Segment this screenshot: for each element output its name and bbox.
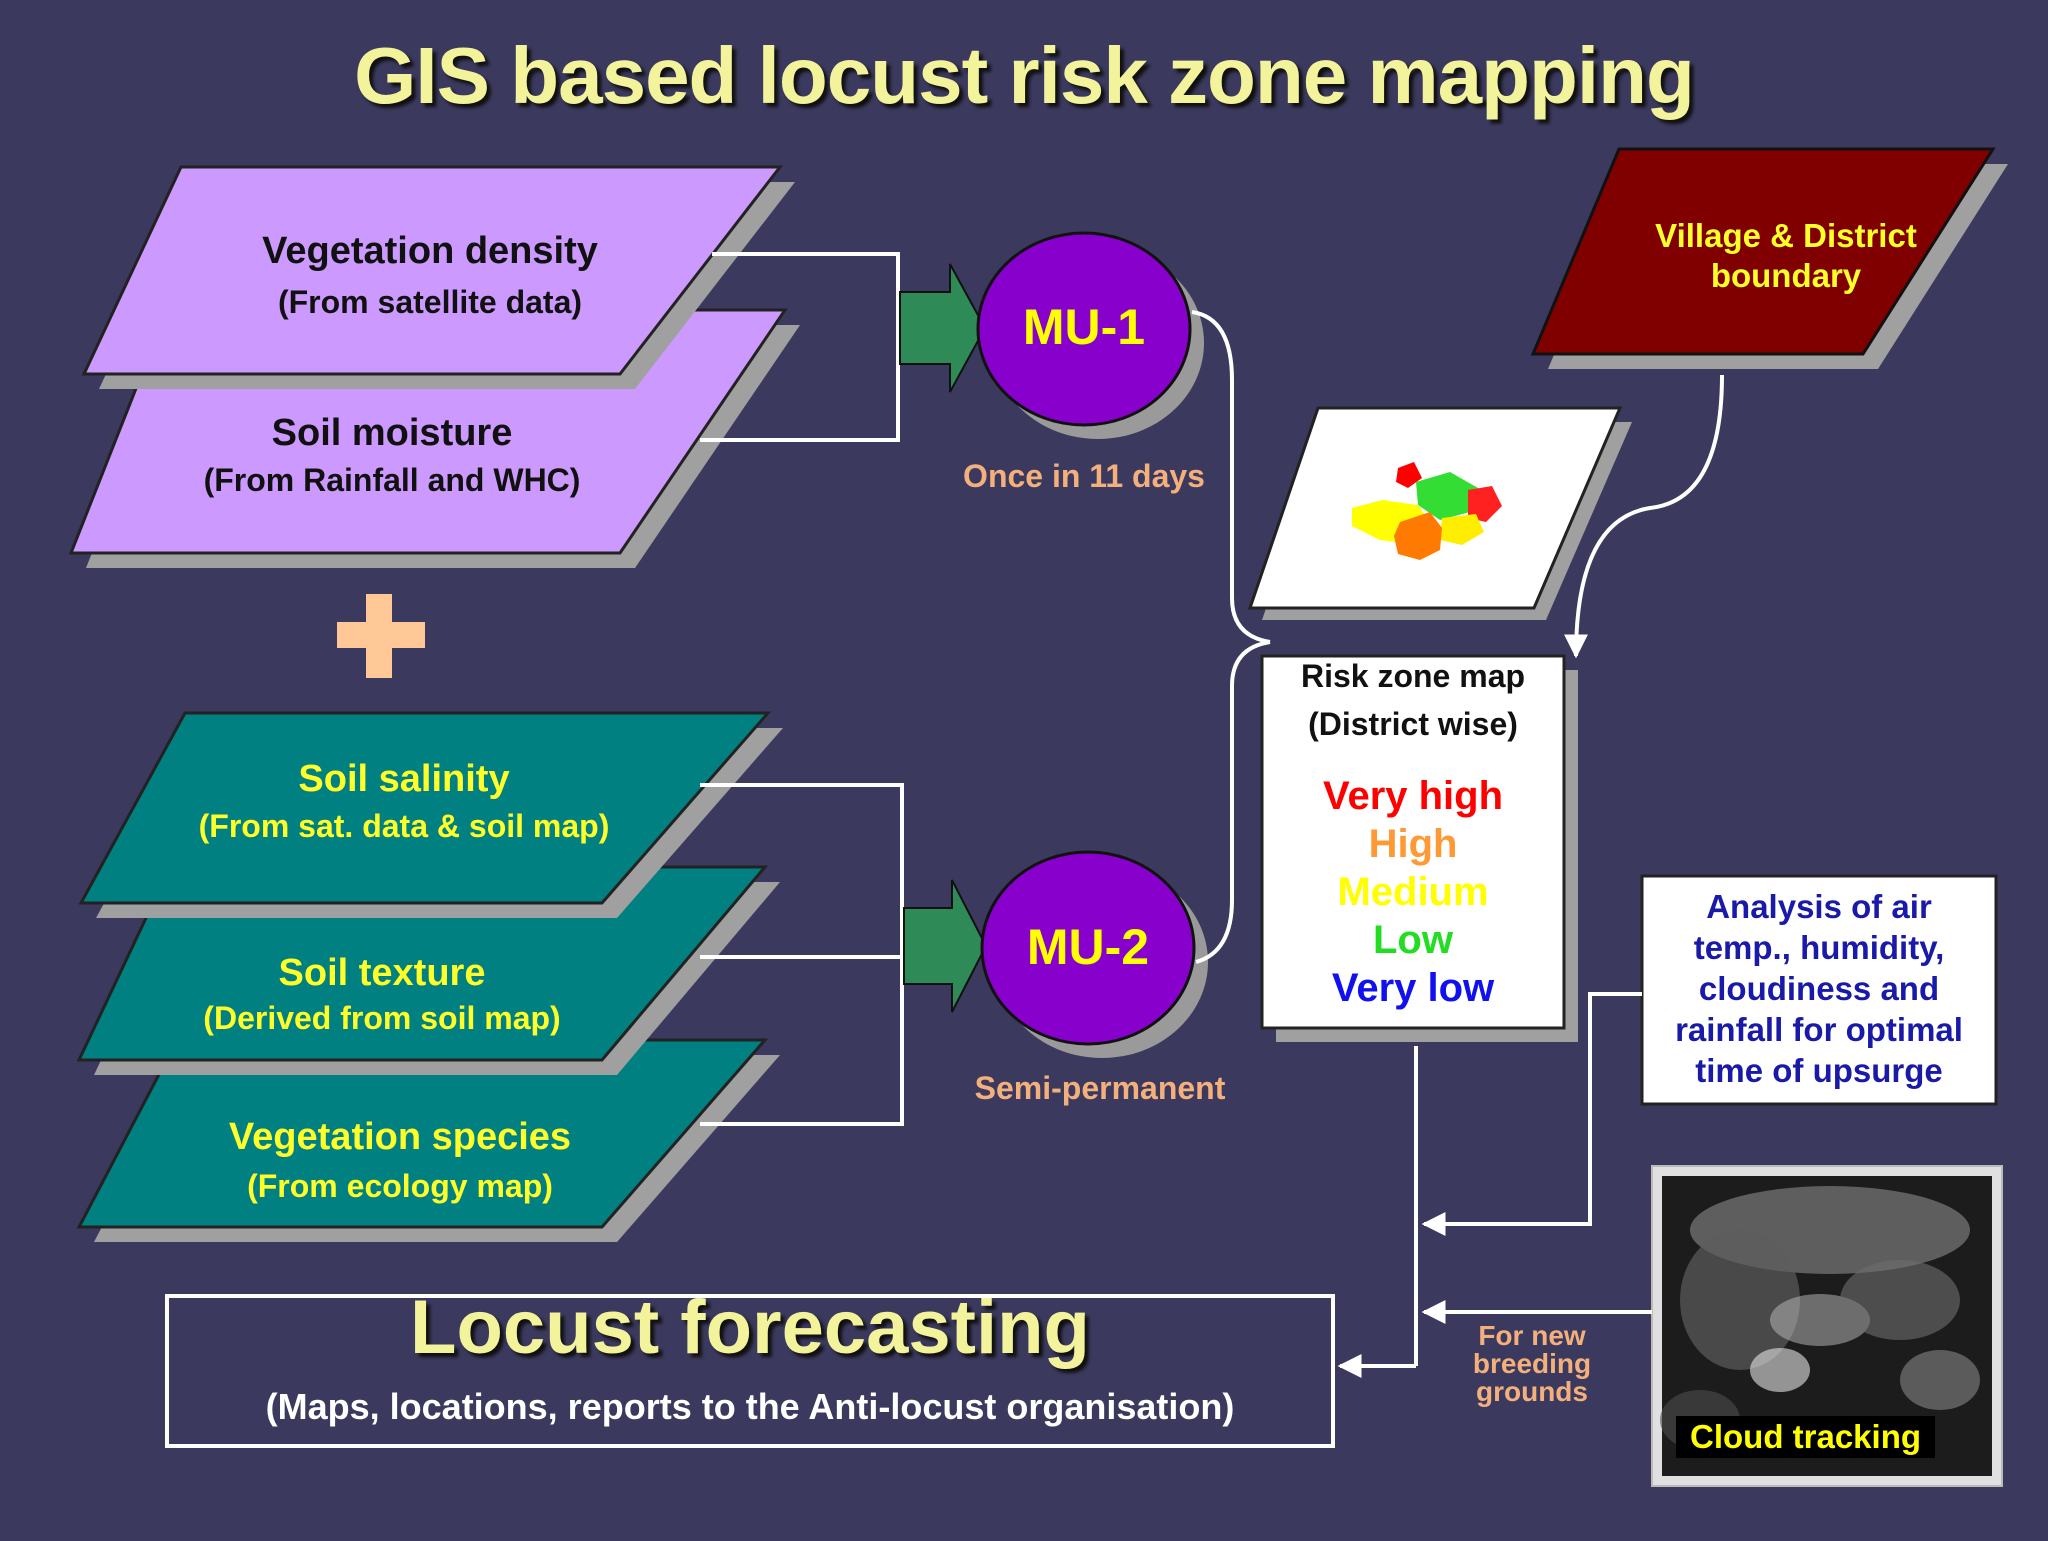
breeding-note-line1: For new xyxy=(1478,1320,1586,1351)
layer-label-soil-moisture: Soil moisture xyxy=(271,412,513,454)
analysis-box xyxy=(1640,874,1998,1106)
layer-vegetation-density xyxy=(81,165,795,389)
analysis-line-4: rainfall for optimal xyxy=(1675,1011,1963,1048)
layer-source-soil-salinity: (From sat. data & soil map) xyxy=(198,808,610,844)
green-arrow-mu1 xyxy=(899,263,987,393)
green-arrow-mu2 xyxy=(903,879,988,1013)
layer-label-vegetation-density: Vegetation density xyxy=(262,230,598,272)
mu1-label: MU-1 xyxy=(1022,299,1146,355)
connector-lower xyxy=(1337,992,1652,1378)
mu2-circle xyxy=(980,850,1208,1058)
analysis-line-1: Analysis of air xyxy=(1706,888,1932,925)
layer-source-soil-texture: (Derived from soil map) xyxy=(203,1000,561,1036)
layer-source-vegetation-density: (From satellite data) xyxy=(277,284,583,320)
mu2-frequency-note: Semi-permanent xyxy=(974,1070,1226,1106)
cloud-tracking-label: Cloud tracking xyxy=(1676,1416,1936,1458)
layer-vegetation-species xyxy=(76,1038,780,1242)
breeding-note-line3: grounds xyxy=(1476,1376,1588,1407)
plus-icon xyxy=(337,594,425,678)
village-boundary-line2: boundary xyxy=(1710,257,1862,294)
forecasting-title: Locust forecasting xyxy=(410,1285,1090,1370)
forecasting-subtitle: (Maps, locations, reports to the Anti-lo… xyxy=(265,1386,1235,1427)
village-district-boundary-shape xyxy=(1530,147,2008,369)
risk-level-medium: Medium xyxy=(1337,870,1489,914)
mu1-frequency-note: Once in 11 days xyxy=(963,458,1205,494)
mu2-label: MU-2 xyxy=(1026,919,1150,975)
mu1-circle xyxy=(976,231,1204,439)
forecasting-box xyxy=(165,1294,1335,1448)
analysis-line-2: temp., humidity, xyxy=(1693,929,1945,966)
layer-source-vegetation-species: (From ecology map) xyxy=(247,1168,553,1204)
layer-label-soil-texture: Soil texture xyxy=(278,952,486,994)
risk-zone-subtitle: (District wise) xyxy=(1308,706,1518,742)
village-boundary-line1: Village & District xyxy=(1655,217,1917,254)
risk-map-tile xyxy=(1247,406,1632,620)
risk-level-very-low: Very low xyxy=(1331,966,1495,1010)
risk-zone-box xyxy=(1260,654,1578,1042)
breeding-note-line2: breeding xyxy=(1472,1348,1592,1379)
analysis-line-3: cloudiness and xyxy=(1698,970,1940,1007)
risk-zone-title: Risk zone map xyxy=(1300,658,1526,694)
analysis-line-5: time of upsurge xyxy=(1695,1052,1943,1089)
risk-level-high: High xyxy=(1368,822,1458,866)
connector-top-layers xyxy=(700,252,904,1126)
layer-soil-salinity xyxy=(78,711,783,918)
layer-source-soil-moisture: (From Rainfall and WHC) xyxy=(203,462,581,498)
layer-label-vegetation-species: Vegetation species xyxy=(228,1116,572,1158)
arrow-boundary-to-risk xyxy=(1564,374,1724,659)
connector-mu-to-risk xyxy=(1191,310,1271,964)
risk-level-very-high: Very high xyxy=(1322,774,1504,818)
layer-label-soil-salinity: Soil salinity xyxy=(298,758,510,800)
risk-level-low: Low xyxy=(1373,918,1453,962)
page-title: GIS based locust risk zone mapping xyxy=(354,31,1695,120)
